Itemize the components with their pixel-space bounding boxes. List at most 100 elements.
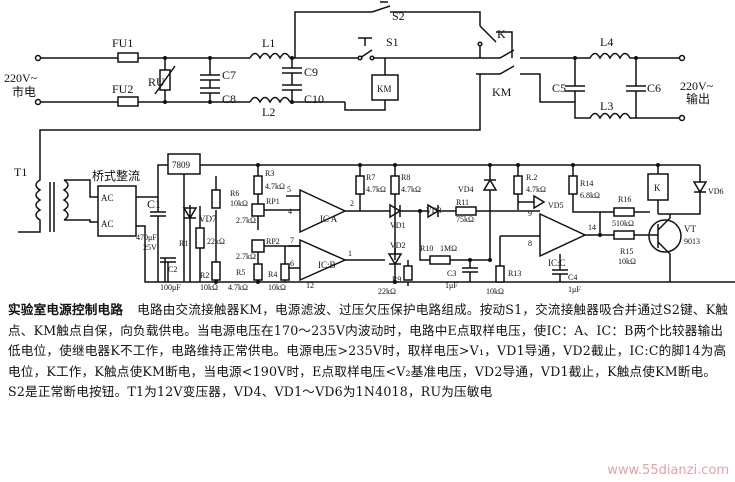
circuit-schematic: FU1 FU2 RU C7 C8 L1 L2 C9 C10 S1 KM S2 K…: [4, 1, 735, 296]
label-r4-value: 10kΩ: [268, 283, 286, 292]
label-c2: C2: [168, 265, 177, 274]
label-r15: R15: [620, 247, 633, 256]
label-k-coil: K: [654, 183, 661, 193]
label-pin8: 8: [528, 239, 532, 248]
label-fu2: FU2: [112, 82, 133, 96]
output-terminal-live: [678, 54, 686, 62]
resistor-r15: [613, 230, 635, 240]
label-pin1: 1: [348, 249, 352, 258]
label-r16-value: 510kΩ: [612, 219, 634, 228]
label-pin6: 6: [290, 259, 294, 268]
label-r12: R.2: [526, 173, 537, 182]
comparator-ic-c: [539, 212, 587, 258]
label-vd5: VD5: [548, 201, 564, 210]
label-ac2: AC: [101, 219, 114, 229]
resistor-r12: [513, 175, 523, 195]
label-r14: R14: [580, 179, 593, 188]
label-km-coil: KM: [377, 84, 392, 94]
label-r8-value: 4.7kΩ: [401, 185, 421, 194]
potentiometer-rp2: [251, 239, 265, 253]
label-ru: RU: [148, 75, 165, 89]
label-r2: R2: [200, 271, 209, 280]
inductor-l1: [249, 52, 291, 60]
label-l1: L1: [262, 36, 275, 50]
resistor-r14: [568, 175, 578, 195]
label-c10: C10: [304, 92, 324, 106]
label-r15-value: 10kΩ: [618, 257, 636, 266]
label-r7: R7: [366, 173, 375, 182]
resistor-r4: [280, 263, 290, 281]
label-c1-voltage: 25V: [143, 243, 157, 252]
diode-vd1: [385, 203, 420, 219]
label-c3-value: 1μF: [445, 281, 458, 290]
label-pin14: 14: [588, 223, 596, 232]
label-c2-value: 100μF: [160, 283, 181, 292]
resistor-r3: [253, 175, 263, 195]
label-t1: T1: [14, 165, 27, 179]
label-rp2-value: 2.7kΩ: [236, 252, 256, 261]
resistor-r8: [390, 175, 400, 195]
inductor-l4: [560, 52, 680, 60]
label-c7: C7: [222, 68, 236, 82]
resistor-r7: [355, 175, 365, 195]
label-r9-value: 22kΩ: [378, 287, 396, 296]
label-c6: C6: [647, 81, 661, 95]
label-input-voltage: 220V~: [4, 71, 38, 85]
label-vd1: VD1: [390, 221, 406, 230]
diode-vd4: [482, 165, 498, 260]
label-l2: L2: [262, 105, 275, 119]
resistor-r11: [455, 206, 477, 216]
potentiometer-rp1: [251, 203, 265, 217]
fuse-fu1: [117, 52, 139, 63]
label-pin12: 12: [306, 281, 314, 290]
label-vd7: VD7: [199, 214, 217, 224]
label-vd4: VD4: [458, 185, 474, 194]
label-vd2: VD2: [390, 241, 406, 250]
label-s2: S2: [392, 9, 405, 23]
label-c3: C3: [447, 269, 456, 278]
label-r5: R5: [236, 268, 245, 277]
label-r9: R9: [392, 275, 401, 284]
resistor-r10: [429, 255, 451, 265]
resistor-r9: [403, 265, 413, 281]
label-rp1: RP1: [266, 197, 280, 206]
label-r11: R11: [456, 198, 469, 207]
label-c4-value: 1μF: [568, 285, 581, 294]
label-r7-value: 4.7kΩ: [366, 185, 386, 194]
label-vt-value: 9013: [684, 237, 700, 246]
resistor-r1: [195, 227, 205, 249]
label-r13: R13: [508, 269, 521, 278]
label-r6: R6: [230, 189, 239, 198]
label-km-contact: KM: [492, 85, 512, 99]
label-r16: R16: [618, 195, 631, 204]
caption-body: 电路由交流接触器KM，电源滤波、过压欠压保护电路组成。按动S1，交流接触器吸合并…: [8, 302, 729, 399]
label-c1-value: 470μF: [136, 233, 157, 242]
label-c4: C4: [568, 273, 577, 282]
fuse-fu2: [117, 96, 139, 107]
input-terminal-neutral: [34, 98, 42, 106]
label-c9: C9: [304, 65, 318, 79]
watermark: www.55dianzi.com: [607, 463, 729, 478]
relay-coil-k: [647, 173, 669, 201]
input-terminal-live: [34, 54, 42, 62]
label-r4: R4: [268, 270, 277, 279]
label-pin2: 2: [350, 199, 354, 208]
label-r2-value: 10kΩ: [200, 283, 218, 292]
label-c1: C1: [147, 197, 161, 211]
resistor-r5: [253, 263, 263, 281]
label-ac1: AC: [101, 193, 114, 203]
label-r8: R8: [401, 173, 410, 182]
label-r1: R1: [179, 239, 188, 248]
label-l4: L4: [600, 35, 613, 49]
resistor-r16: [613, 207, 635, 217]
caption: 实验室电源控制电路电路由交流接触器KM，电源滤波、过压欠压保护电路组成。按动S1…: [8, 300, 730, 403]
label-c5: C5: [552, 81, 566, 95]
label-input-name: 市电: [12, 84, 36, 99]
label-vd6: VD6: [708, 187, 724, 196]
label-r12-value: 4.7kΩ: [526, 185, 546, 194]
label-icb: IC:B: [318, 260, 336, 270]
label-r11-value: 75kΩ: [456, 215, 474, 224]
label-r6-value: 10kΩ: [230, 199, 248, 208]
label-s1: S1: [386, 35, 399, 49]
label-7809: 7809: [172, 160, 191, 170]
